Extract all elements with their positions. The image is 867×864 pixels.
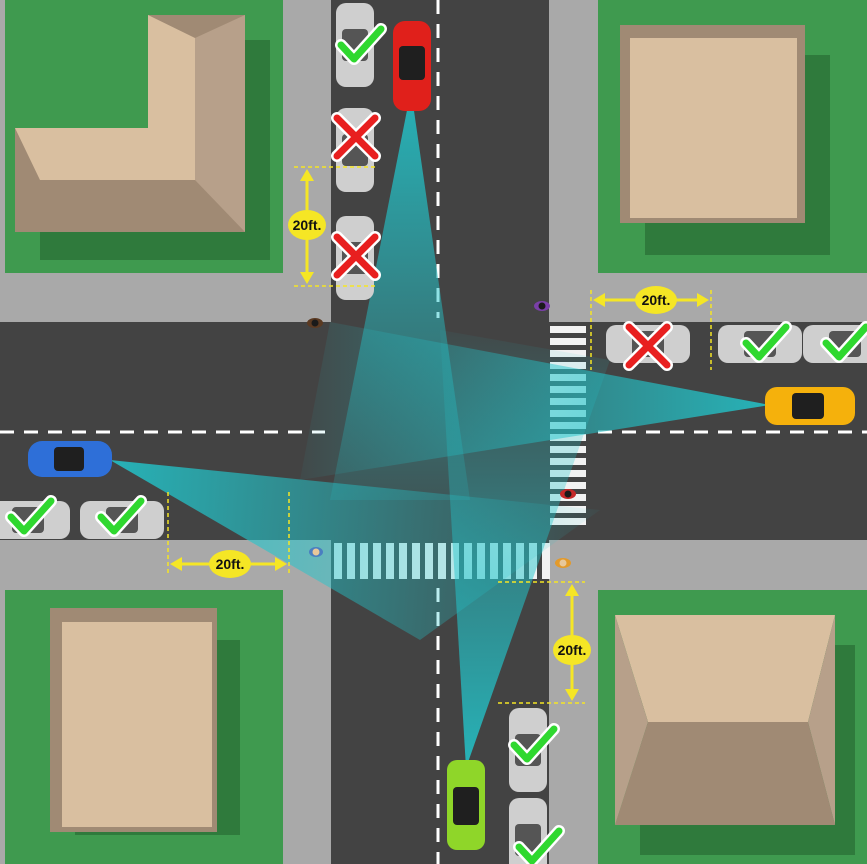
check-mark-icon <box>515 827 563 864</box>
dimension-south-label: 20ft. <box>558 642 587 658</box>
cross-mark-icon <box>333 233 379 279</box>
crosswalk-east-stripe <box>550 326 586 333</box>
dimension-north-head-top <box>300 169 314 181</box>
sightlines <box>110 90 770 768</box>
crosswalk-south-stripe <box>542 543 550 579</box>
dimension-west: 20ft. <box>167 492 290 578</box>
dimension-east-head-right <box>697 293 709 307</box>
check-mark-icon <box>337 25 385 63</box>
car-south-roof <box>453 787 479 825</box>
cross-mark-icon <box>625 323 671 369</box>
house-nw-roof-light <box>15 15 195 180</box>
house-sw <box>50 608 240 835</box>
car-north-red <box>393 21 431 111</box>
dimension-north-label: 20ft. <box>293 217 322 233</box>
dimension-west-label: 20ft. <box>216 556 245 572</box>
house-se-roof-right <box>808 615 835 825</box>
house-nw <box>15 15 270 260</box>
pedestrian-se <box>555 558 571 568</box>
house-se <box>615 615 855 855</box>
check-mark-icon <box>510 725 558 763</box>
pedestrian-ne <box>534 301 550 311</box>
dimension-north-badge <box>288 210 326 240</box>
dimension-east: 20ft. <box>590 286 712 370</box>
pedestrians <box>307 301 576 568</box>
car-east-roof <box>792 393 824 419</box>
dimension-south-badge <box>553 635 591 665</box>
house-ne <box>620 25 830 255</box>
car-east-orange <box>765 387 855 425</box>
pedestrian-crosswalk-head <box>564 490 572 498</box>
dimension-east-head-left <box>593 293 605 307</box>
dimension-north: 20ft. <box>288 166 378 287</box>
house-ne-roof <box>630 38 797 218</box>
check-mark-icon <box>97 497 145 535</box>
car-west-roof <box>54 447 84 471</box>
dimension-east-label: 20ft. <box>642 292 671 308</box>
house-se-roof-left <box>615 615 648 825</box>
crosswalk-east-stripe <box>550 338 586 345</box>
pedestrian-nw <box>307 318 323 328</box>
dimension-west-head-left <box>170 557 182 571</box>
house-nw-roof-mid <box>195 15 245 232</box>
sightline-south-car <box>440 330 610 768</box>
dimension-east-badge <box>635 286 677 314</box>
pedestrian-sw-head <box>312 548 320 556</box>
check-mark-icon <box>742 323 790 361</box>
pedestrian-se-head <box>559 559 567 567</box>
check-mark-icon <box>7 497 55 535</box>
pedestrian-crosswalk <box>560 489 576 499</box>
check-mark-icon <box>822 323 867 361</box>
parking-marks <box>5 23 867 864</box>
dimension-west-head-right <box>275 557 287 571</box>
dimension-south-head-top <box>565 584 579 596</box>
pedestrian-nw-head <box>311 319 319 327</box>
house-se-roof-top <box>615 615 835 722</box>
dimension-south-head-bottom <box>565 689 579 701</box>
dimension-west-badge <box>209 550 251 578</box>
pedestrian-ne-head <box>538 302 546 310</box>
car-north-roof <box>399 46 425 80</box>
dimension-north-head-bottom <box>300 272 314 284</box>
house-se-roof-bottom <box>615 722 835 825</box>
house-sw-roof <box>62 622 212 827</box>
car-west-blue <box>28 441 112 477</box>
car-south-green <box>447 760 485 850</box>
dimension-south: 20ft. <box>498 581 591 704</box>
cross-mark-icon <box>333 114 379 160</box>
pedestrian-sw <box>309 547 323 557</box>
crosswalk-east-stripe <box>550 482 586 489</box>
